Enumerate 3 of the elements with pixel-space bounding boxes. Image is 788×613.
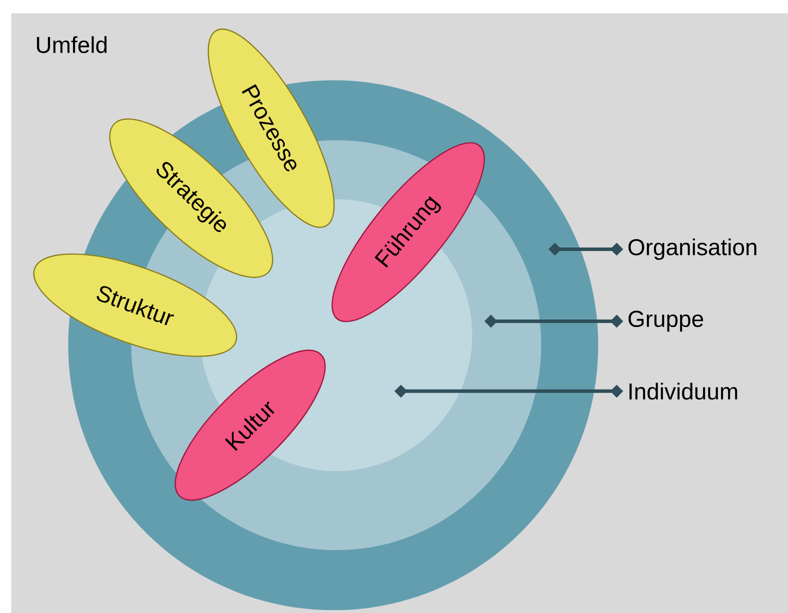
ring-label: Individuum <box>630 382 738 400</box>
ring-label: Organisation <box>628 238 756 260</box>
ring-label: Gruppe <box>628 310 704 332</box>
